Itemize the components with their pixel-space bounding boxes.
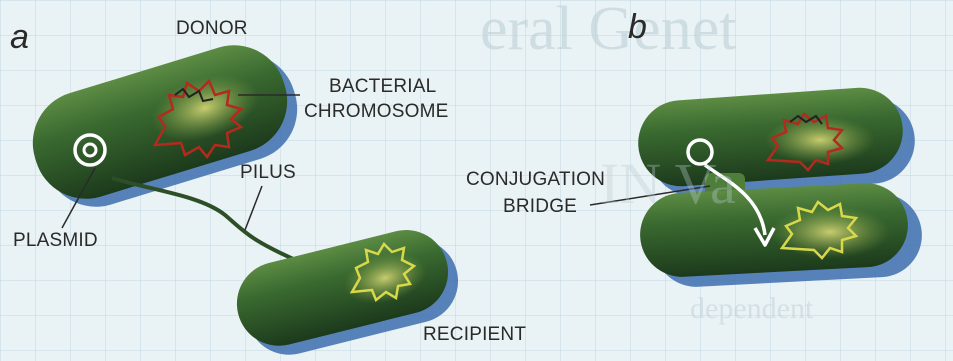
conjugation-label: CONJUGATION [466, 169, 605, 190]
plasmid-label: PLASMID [13, 230, 98, 251]
background-text-line1: eral Genet [480, 0, 736, 65]
panel-label-b: b [628, 8, 647, 47]
background-text-line3: dependent [690, 292, 813, 326]
bacterial-label: BACTERIAL [329, 76, 436, 97]
pilus-label: PILUS [240, 162, 296, 183]
recipient-label: RECIPIENT [423, 324, 526, 345]
panel-b-donor-glow [765, 116, 875, 164]
chromosome-label: CHROMOSOME [304, 101, 449, 122]
bridge-label: BRIDGE [503, 196, 577, 217]
donor-label: DONOR [176, 18, 248, 39]
panel-label-a: a [10, 18, 29, 57]
background-text-line2: IN Va [600, 150, 736, 217]
panel-b-recipient-glow [770, 206, 890, 258]
